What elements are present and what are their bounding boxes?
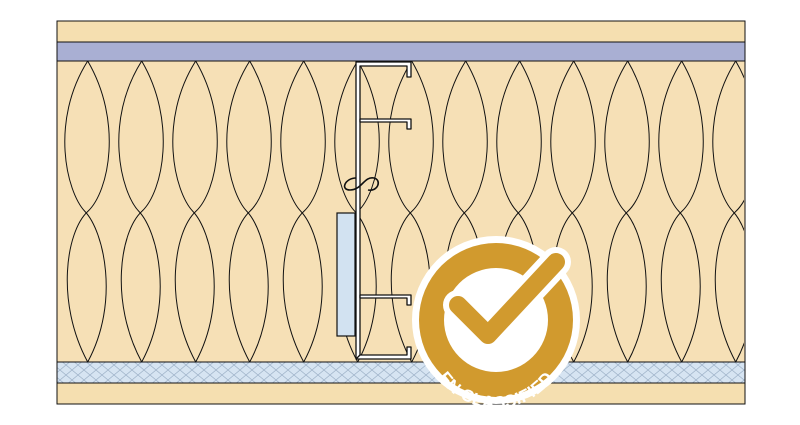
en-classified-badge: EN CLASSIFIED bbox=[412, 236, 580, 412]
insulation-lobe bbox=[11, 61, 55, 362]
resilient-strip bbox=[336, 212, 356, 337]
insulation-lobe bbox=[658, 61, 704, 362]
insulation-lobe bbox=[604, 61, 650, 362]
insulation-lobe bbox=[118, 61, 164, 362]
insulation-fibre-lines bbox=[11, 61, 744, 362]
bottom-board-layer bbox=[56, 382, 746, 405]
checkmark-icon bbox=[443, 247, 571, 350]
insulation-lobe bbox=[712, 61, 744, 362]
top-membrane-layer bbox=[56, 41, 746, 62]
steel-stud-profile bbox=[343, 61, 412, 360]
insulation-cavity bbox=[56, 60, 746, 363]
mesh-layer bbox=[56, 361, 746, 384]
top-board-layer bbox=[56, 20, 746, 43]
insulation-lobe bbox=[172, 61, 218, 362]
insulation-lobe bbox=[64, 61, 110, 362]
insulation-lobe bbox=[226, 61, 272, 362]
insulation-lobe bbox=[280, 61, 326, 362]
